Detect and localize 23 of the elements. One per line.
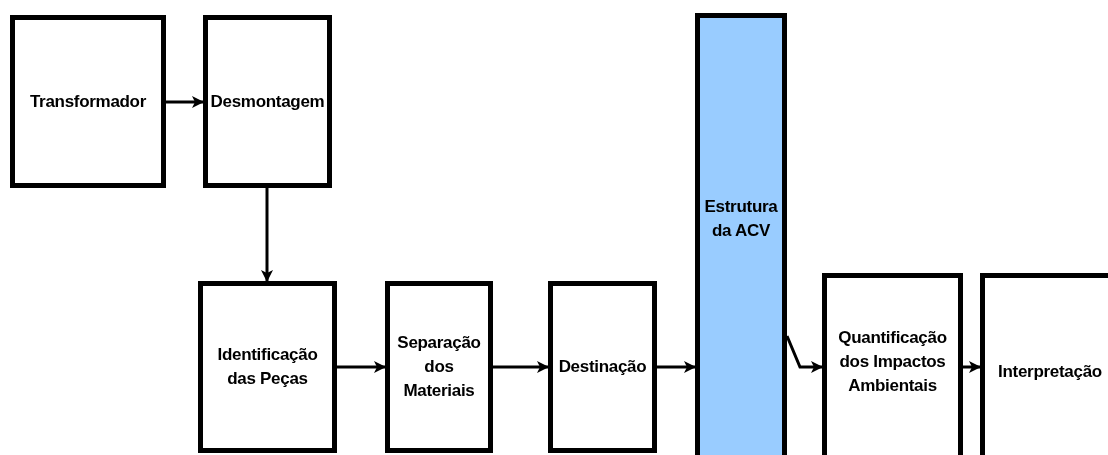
box-label: Transformador: [29, 90, 147, 113]
process-box: [980, 273, 1108, 455]
process-box: [385, 281, 493, 453]
box-label: Separação dos Materiais: [397, 332, 481, 402]
box-label: Destinação: [558, 356, 647, 378]
arrow: [657, 361, 696, 373]
box-label: Estrutura da ACV: [704, 196, 778, 242]
arrow: [785, 335, 823, 373]
box-label: Desmontagem: [210, 90, 325, 113]
box-label: Quantificação dos Impactos Ambientais: [837, 327, 948, 397]
arrow: [261, 188, 273, 282]
arrow: [166, 96, 204, 108]
arrow: [963, 361, 981, 373]
box-label: Identificação das Peças: [217, 344, 318, 390]
process-box: [548, 281, 657, 453]
box-label: Interpretação: [998, 361, 1102, 383]
process-box: [198, 281, 337, 453]
process-box: [695, 13, 787, 455]
process-box: [203, 15, 332, 188]
process-box: [10, 15, 166, 188]
arrow: [337, 361, 386, 373]
arrow: [493, 361, 549, 373]
process-box: [822, 273, 963, 455]
